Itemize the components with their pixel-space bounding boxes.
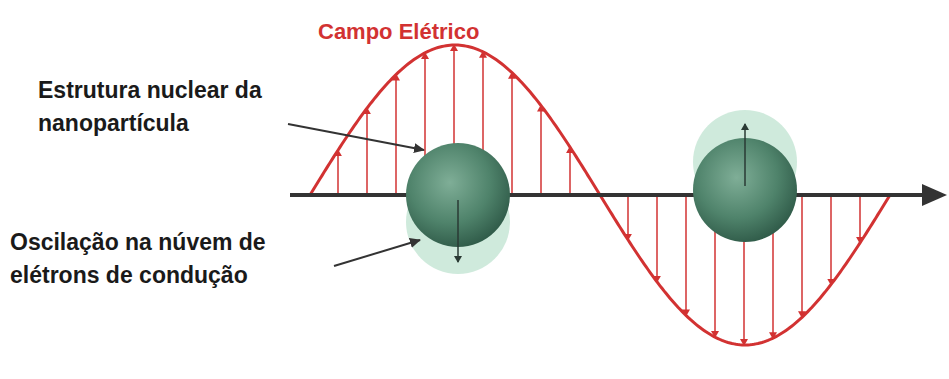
nucleus-label: Estrutura nuclear da nanopartícula: [38, 74, 283, 141]
leader-line: [288, 124, 424, 150]
field-vector: [859, 195, 861, 243]
field-vector: [337, 150, 339, 195]
oscillation-arrow: [744, 124, 746, 186]
field-vector: [627, 195, 629, 240]
leader-line: [334, 240, 420, 266]
field-vector: [511, 73, 513, 195]
field-vector: [801, 195, 803, 317]
field-vector: [366, 108, 368, 195]
field-vector: [540, 106, 542, 196]
field-vector: [569, 147, 571, 195]
oscillation-arrow: [457, 200, 459, 262]
field-vector: [685, 195, 687, 315]
field-label: Campo Elétrico: [318, 16, 479, 48]
axis-line: [290, 193, 930, 197]
electron-cloud-label: Oscilação na núvem de elétrons de conduç…: [10, 226, 330, 293]
field-vector: [830, 195, 832, 285]
field-vector: [656, 195, 658, 282]
field-vector: [395, 75, 397, 195]
axis-arrowhead: [922, 184, 947, 206]
